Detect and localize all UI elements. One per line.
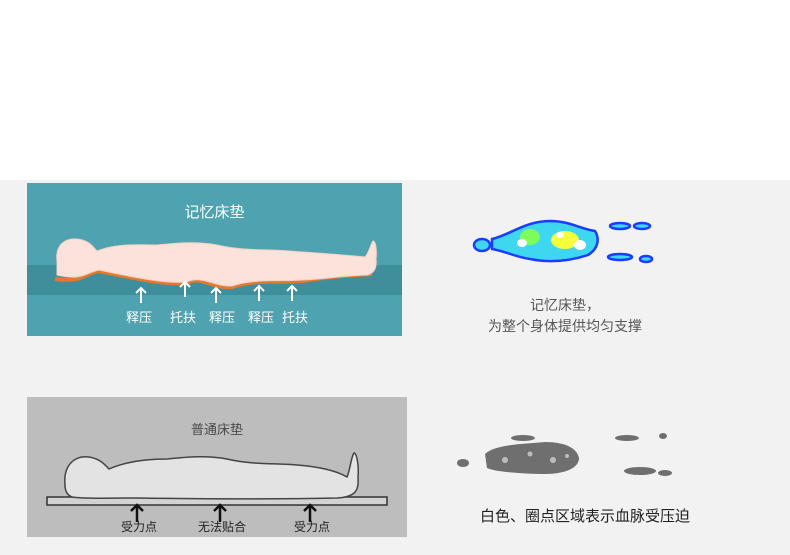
memory-mattress-title: 记忆床垫 — [184, 203, 245, 221]
normal-mattress-title: 普通床垫 — [190, 423, 243, 438]
memory-caption-line2: 为整个身体提供均匀支撑 — [488, 319, 642, 335]
body-silhouette — [56, 238, 377, 287]
normal-label-no-fit: 无法贴合 — [197, 520, 247, 534]
memory-pressure-map — [470, 215, 670, 270]
memory-caption: 记忆床垫， 为整个身体提供均匀支撑 — [460, 296, 670, 338]
normal-label-pressure-1: 受力点 — [120, 520, 158, 534]
normal-label-pressure-2: 受力点 — [293, 520, 331, 534]
memory-label-support-1: 托扶 — [169, 311, 197, 326]
memory-mattress-illustration — [27, 183, 402, 336]
memory-label-support-2: 托扶 — [281, 311, 309, 326]
memory-label-release-3: 释压 — [247, 311, 275, 326]
normal-body-silhouette — [64, 452, 359, 500]
support-arrows — [135, 280, 298, 303]
legend-caption: 白色、圈点区域表示血脉受压迫 — [479, 507, 690, 525]
normal-pressure-map — [455, 430, 675, 480]
pressure-heatmap-image — [472, 219, 654, 264]
normal-mattress-illustration — [27, 397, 407, 537]
grayscale-pressure-image — [457, 433, 672, 476]
memory-mattress-panel: 记忆床垫 释压 托扶 释压 释压 托扶 — [27, 183, 402, 336]
normal-mattress-panel: 普通床垫 受力点 无法贴合 受力点 — [27, 397, 407, 537]
pressure-point-arrows — [130, 503, 317, 522]
memory-label-release-2: 释压 — [208, 311, 236, 326]
memory-label-release-1: 释压 — [125, 311, 153, 326]
memory-caption-line1: 记忆床垫， — [530, 298, 600, 314]
